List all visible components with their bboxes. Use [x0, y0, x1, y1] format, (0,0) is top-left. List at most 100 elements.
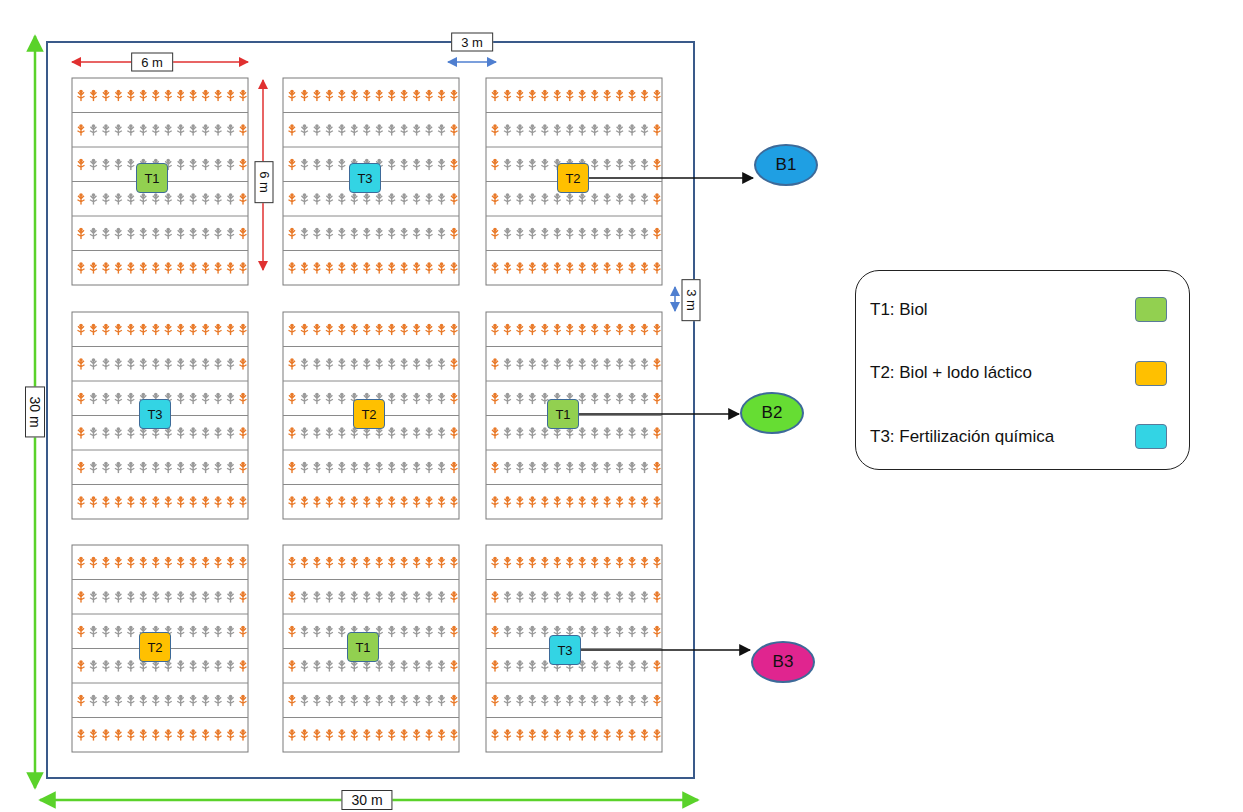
block-arrow — [581, 649, 750, 651]
plant-icon — [401, 124, 408, 136]
plant-icon — [388, 462, 395, 474]
strip-line — [283, 112, 459, 113]
plant-icon — [177, 193, 184, 205]
plant-icon — [654, 193, 661, 205]
plant-icon — [604, 729, 611, 741]
plant-icon — [338, 591, 345, 603]
treatment-label: T2 — [361, 407, 376, 422]
plant-icon — [413, 358, 420, 370]
block-circle: B3 — [751, 641, 815, 683]
plant-icon — [289, 324, 296, 336]
plant-icon — [554, 324, 561, 336]
plant-icon — [177, 124, 184, 136]
plot — [283, 78, 459, 285]
plant-icon — [152, 557, 159, 569]
plant-icon — [376, 496, 383, 508]
treatment-label: T1 — [555, 407, 570, 422]
plant-icon — [351, 262, 358, 274]
plant-icon — [102, 462, 109, 474]
plant-icon — [541, 324, 548, 336]
plant-icon — [591, 557, 598, 569]
plant-icon — [177, 393, 184, 405]
plant-icon — [289, 159, 296, 171]
plant-icon — [541, 496, 548, 508]
plant-icon — [202, 626, 209, 638]
plant-icon — [516, 90, 523, 102]
plant-icon — [90, 124, 97, 136]
plant-icon — [641, 193, 648, 205]
plant-icon — [629, 228, 636, 240]
plant-icon — [591, 660, 598, 672]
plant-icon — [438, 393, 445, 405]
plant-icon — [127, 90, 134, 102]
plant-icon — [127, 427, 134, 439]
plant-icon — [102, 393, 109, 405]
plant-icon — [492, 427, 499, 439]
plant-icon — [177, 262, 184, 274]
plant-icon — [579, 695, 586, 707]
strip-line — [72, 250, 248, 251]
plant-icon — [492, 358, 499, 370]
plant-icon — [78, 660, 85, 672]
plant-icon — [177, 358, 184, 370]
plant-icon — [215, 660, 222, 672]
plant-icon — [127, 193, 134, 205]
plant-icon — [654, 159, 661, 171]
plant-icon — [215, 626, 222, 638]
plant-icon — [529, 90, 536, 102]
plant-icon — [215, 462, 222, 474]
plant-icon — [326, 557, 333, 569]
plant-icon — [604, 262, 611, 274]
plant-icon — [90, 695, 97, 707]
plant-icon — [140, 358, 147, 370]
plant-icon — [227, 660, 234, 672]
plant-icon — [240, 262, 247, 274]
plant-icon — [363, 124, 370, 136]
dimension-label: 6 m — [255, 161, 274, 203]
plant-icon — [388, 393, 395, 405]
plant-icon — [338, 393, 345, 405]
plant-icon — [165, 193, 172, 205]
plant-icon — [338, 557, 345, 569]
plant-icon — [426, 695, 433, 707]
plant-icon — [401, 557, 408, 569]
plant-icon — [165, 324, 172, 336]
plant-icon — [115, 427, 122, 439]
plant-icon — [363, 324, 370, 336]
plant-icon — [313, 591, 320, 603]
plant-icon — [326, 591, 333, 603]
plant-icon — [152, 695, 159, 707]
plant-icon — [541, 90, 548, 102]
plant-icon — [102, 496, 109, 508]
plant-icon — [127, 462, 134, 474]
plant-icon — [313, 159, 320, 171]
strip-line — [72, 579, 248, 580]
plant-icon — [190, 193, 197, 205]
plant-icon — [641, 228, 648, 240]
plant-icon — [215, 159, 222, 171]
plant-icon — [363, 496, 370, 508]
plant-icon — [579, 496, 586, 508]
plant-icon — [240, 462, 247, 474]
plant-icon — [641, 393, 648, 405]
plant-icon — [604, 695, 611, 707]
plant-icon — [202, 90, 209, 102]
plant-icon — [566, 695, 573, 707]
plant-icon — [388, 228, 395, 240]
plant-icon — [413, 324, 420, 336]
plant-icon — [529, 695, 536, 707]
plant-icon — [426, 193, 433, 205]
plant-icon — [401, 324, 408, 336]
strip-line — [72, 112, 248, 113]
plant-icon — [313, 393, 320, 405]
legend-text: T2: Biol + lodo láctico — [870, 363, 1032, 383]
plant-icon — [504, 557, 511, 569]
plant-icon — [289, 729, 296, 741]
plant-icon — [177, 591, 184, 603]
strip-line — [72, 683, 248, 684]
plant-icon — [363, 591, 370, 603]
plant-icon — [313, 427, 320, 439]
strip-line — [486, 346, 662, 347]
plant-icon — [190, 262, 197, 274]
legend-row: T3: Fertilización química — [870, 424, 1167, 449]
